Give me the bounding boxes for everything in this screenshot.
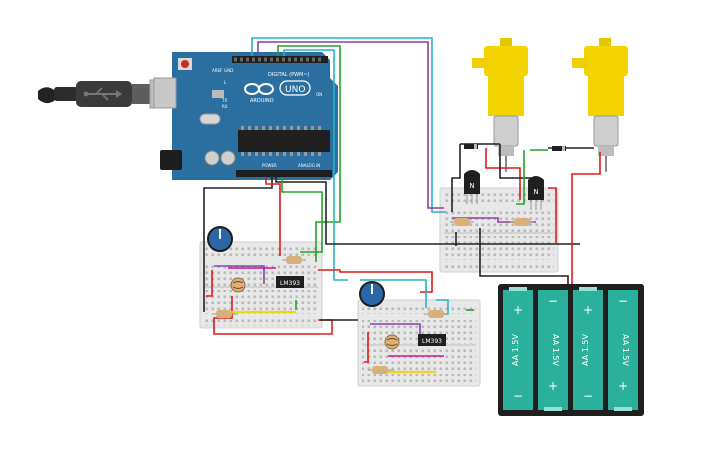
battery-cell-3-plus: + <box>583 303 593 317</box>
battery-cell-4: + − AA 1.5V <box>608 290 638 411</box>
comparator-chip-left: LM393 <box>276 276 304 288</box>
comparator-chip-middle: LM393 <box>418 334 446 346</box>
usb-icon <box>83 87 122 101</box>
battery-cell-1-plus: + <box>513 303 523 317</box>
power-label: POWER <box>262 163 277 168</box>
dc-motor-right[interactable] <box>572 38 628 172</box>
comparator-chip-left-label: LM393 <box>280 280 300 287</box>
battery-cell-3-minus: − <box>583 389 593 403</box>
diode-right <box>552 146 566 151</box>
transistor-left[interactable]: N <box>464 170 480 204</box>
potentiometer-middle[interactable] <box>359 281 385 307</box>
battery-cell-1-minus: − <box>513 389 523 403</box>
rx-label: RX <box>222 104 228 109</box>
tx-label: TX <box>221 98 227 103</box>
diode-left <box>464 144 478 149</box>
arduino-brand: ARDUINO <box>250 98 274 104</box>
on-label: ON <box>316 92 322 97</box>
battery-cell-2-label: AA 1.5V <box>551 334 560 366</box>
battery-cell-4-label: AA 1.5V <box>621 334 630 366</box>
l-led-label: L <box>224 80 227 85</box>
transistor-right[interactable]: N <box>528 176 544 210</box>
resistor-left-top <box>282 256 306 264</box>
aref-label: AREF <box>212 68 223 73</box>
battery-cell-2: + − AA 1.5V <box>538 290 568 411</box>
arduino-logo-icon <box>244 83 274 95</box>
potentiometer-left[interactable] <box>207 226 233 252</box>
comparator-chip-middle-label: LM393 <box>422 338 442 345</box>
battery-cell-2-minus: − <box>548 294 558 308</box>
battery-cell-3: + − AA 1.5V <box>573 287 603 410</box>
reset-button[interactable] <box>181 60 189 68</box>
resistor-middle-bottom <box>368 366 394 374</box>
transistor-left-label: N <box>469 182 474 190</box>
resistor-left-bottom <box>212 310 238 318</box>
arduino-uno-board[interactable]: DIGITAL (PWM~) AREF GND ARDUINO UNO L TX… <box>153 52 338 180</box>
battery-cell-1-label: AA 1.5V <box>511 334 520 366</box>
analog-label: ANALOG IN <box>298 163 320 168</box>
arduino-model: UNO <box>285 85 305 95</box>
ldr-sensor-middle[interactable] <box>384 334 400 350</box>
gnd-label: GND <box>224 68 233 73</box>
battery-pack[interactable]: + − AA 1.5V + − AA 1.5V + − AA 1.5V + − … <box>498 284 644 416</box>
battery-cell-4-minus: − <box>618 294 628 308</box>
resistor-right-b <box>510 218 534 226</box>
transistor-right-label: N <box>533 188 538 196</box>
ldr-sensor-left[interactable] <box>230 277 246 293</box>
breadboard-right[interactable] <box>439 187 559 273</box>
battery-cell-2-plus: + <box>548 379 558 393</box>
battery-cell-3-label: AA 1.5V <box>581 334 590 366</box>
dc-motor-left[interactable] <box>472 38 528 172</box>
battery-cell-1: + − AA 1.5V <box>503 287 533 410</box>
wires <box>203 37 601 374</box>
digital-label: DIGITAL (PWM~) <box>268 72 310 78</box>
battery-cell-4-plus: + <box>618 379 628 393</box>
resistor-right-a <box>450 218 474 226</box>
resistor-middle-top <box>424 310 448 318</box>
microcontroller-chip <box>238 130 330 152</box>
